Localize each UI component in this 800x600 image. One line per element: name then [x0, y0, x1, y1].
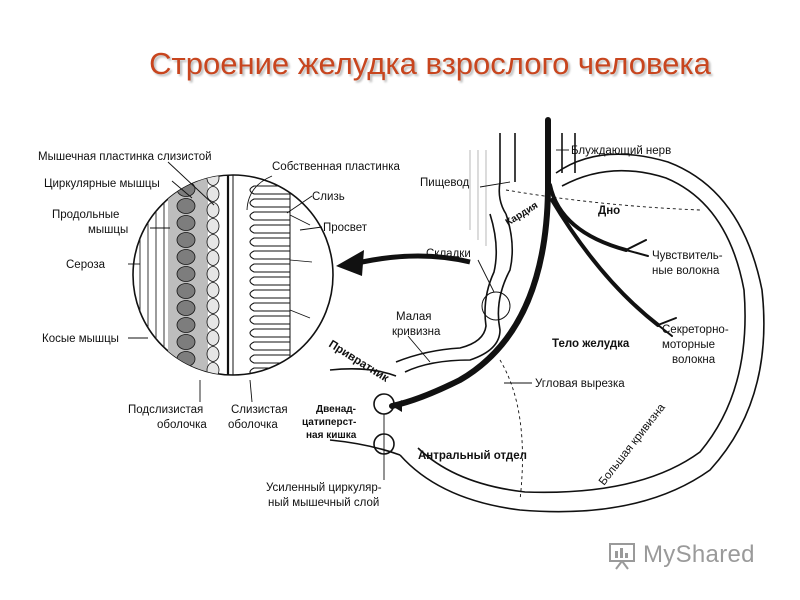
muscle-fiber-oval — [206, 175, 220, 186]
gastric-gland — [249, 185, 290, 195]
label-longitudinal-muscles-line1: Продольные — [52, 209, 119, 221]
label-esophagus: Пищевод — [420, 177, 470, 189]
gastric-glands — [249, 185, 290, 375]
label-oblique-muscles: Косые мышцы — [42, 333, 119, 345]
muscle-fiber-oval — [206, 362, 220, 375]
label-muscularis-mucosae: Мышечная пластинка слизистой — [38, 151, 212, 163]
muscle-fiber-oval — [206, 250, 220, 266]
muscle-fiber-oval — [176, 317, 196, 333]
label-sensory-fibers-line1: Чувствитель- — [652, 250, 723, 262]
gastric-gland — [249, 276, 290, 286]
stomach-leader-lines — [383, 149, 569, 480]
region-dividers — [499, 189, 701, 501]
gastric-gland — [249, 289, 290, 299]
gastric-gland — [249, 224, 290, 234]
muscle-fiber-oval — [176, 181, 196, 197]
muscle-fiber-oval — [176, 300, 196, 316]
folds-hatching — [469, 150, 487, 246]
muscle-fiber-oval — [206, 202, 220, 218]
stomach-outline — [329, 133, 765, 513]
label-mucosa-line1: Слизистая — [231, 404, 288, 416]
label-angular-notch: Угловая вырезка — [535, 378, 625, 390]
circle-leader-lines — [128, 161, 323, 403]
muscle-fiber-oval — [206, 218, 220, 234]
muscle-fiber-oval — [206, 266, 220, 282]
label-circular-sphincter-line2: ный мышечный слой — [268, 497, 379, 509]
label-lumen: Просвет — [323, 222, 368, 234]
muscle-fiber-oval — [176, 266, 196, 282]
label-duodenum-line1: Двенад- — [316, 404, 356, 415]
label-duodenum-line2: цатиперст- — [302, 417, 356, 428]
muscle-fiber-oval — [206, 234, 220, 250]
label-circular-muscles: Циркулярные мышцы — [44, 178, 160, 190]
muscle-fiber-oval — [176, 283, 196, 299]
muscle-fiber-oval — [176, 198, 196, 214]
label-cardia: Кардия — [504, 200, 540, 228]
gastric-gland — [249, 250, 290, 260]
label-submucosa-line2: оболочка — [157, 419, 207, 431]
gastric-gland — [249, 367, 290, 375]
label-lamina-propria: Собственная пластинка — [272, 161, 400, 173]
gastric-gland — [249, 341, 290, 351]
label-lesser-curvature-line2: кривизна — [392, 326, 441, 338]
label-submucosa-line1: Подслизистая — [128, 404, 203, 416]
muscle-fiber-oval — [176, 249, 196, 265]
muscle-fiber-oval — [176, 334, 196, 350]
label-pylorus: Привратник — [326, 338, 390, 384]
vagus-nerve — [389, 117, 677, 412]
muscle-fiber-oval — [176, 215, 196, 231]
muscle-fiber-oval — [176, 368, 196, 375]
brand-text: MyShared — [643, 541, 755, 568]
magnify-arrow — [336, 250, 471, 276]
label-duodenum-line3: ная кишка — [306, 430, 357, 441]
muscle-fiber-oval — [206, 330, 220, 346]
label-antrum: Антральный отдел — [418, 450, 527, 462]
gastric-gland — [249, 263, 290, 273]
muscle-fiber-oval — [176, 351, 196, 367]
muscle-fiber-oval — [207, 379, 219, 394]
label-stomach-body: Тело желудка — [552, 338, 630, 350]
stomach-wall-magnified — [132, 174, 334, 394]
gastric-gland — [249, 315, 290, 325]
myshared-logo: MyShared — [607, 537, 755, 573]
gastric-gland — [249, 328, 290, 338]
slide-title: Строение желудка взрослого человека — [149, 46, 711, 81]
label-sensory-fibers-line2: ные волокна — [652, 265, 720, 277]
label-secretomotor-line3: волокна — [672, 354, 716, 366]
muscle-fiber-oval — [206, 282, 220, 298]
muscle-fiber-oval — [206, 314, 220, 330]
label-lesser-curvature-line1: Малая — [396, 311, 431, 323]
label-circular-sphincter-line1: Усиленный циркуляр- — [266, 482, 382, 494]
gastric-gland — [249, 354, 290, 364]
muscle-fiber-oval — [176, 232, 196, 248]
gastric-gland — [249, 211, 290, 221]
label-serosa: Сероза — [66, 259, 106, 271]
gastric-gland — [249, 302, 290, 312]
muscle-fiber-oval — [206, 346, 220, 362]
label-mucosa-line2: оболочка — [228, 419, 278, 431]
label-fundus: Дно — [598, 205, 620, 217]
muscle-fiber-oval — [206, 186, 220, 202]
label-longitudinal-muscles-line2: мышцы — [88, 224, 128, 236]
label-secretomotor-line1: Секреторно- — [662, 324, 729, 336]
label-folds: Складки — [426, 248, 471, 260]
muscle-fiber-oval — [176, 175, 196, 180]
presentation-board-icon — [609, 543, 635, 570]
label-vagus-nerve: Блуждающий нерв — [571, 145, 671, 157]
gastric-gland — [249, 237, 290, 247]
label-secretomotor-line2: моторные — [662, 339, 715, 351]
gastric-gland — [249, 198, 290, 208]
muscle-fiber-oval — [206, 298, 220, 314]
label-mucus: Слизь — [312, 191, 345, 203]
